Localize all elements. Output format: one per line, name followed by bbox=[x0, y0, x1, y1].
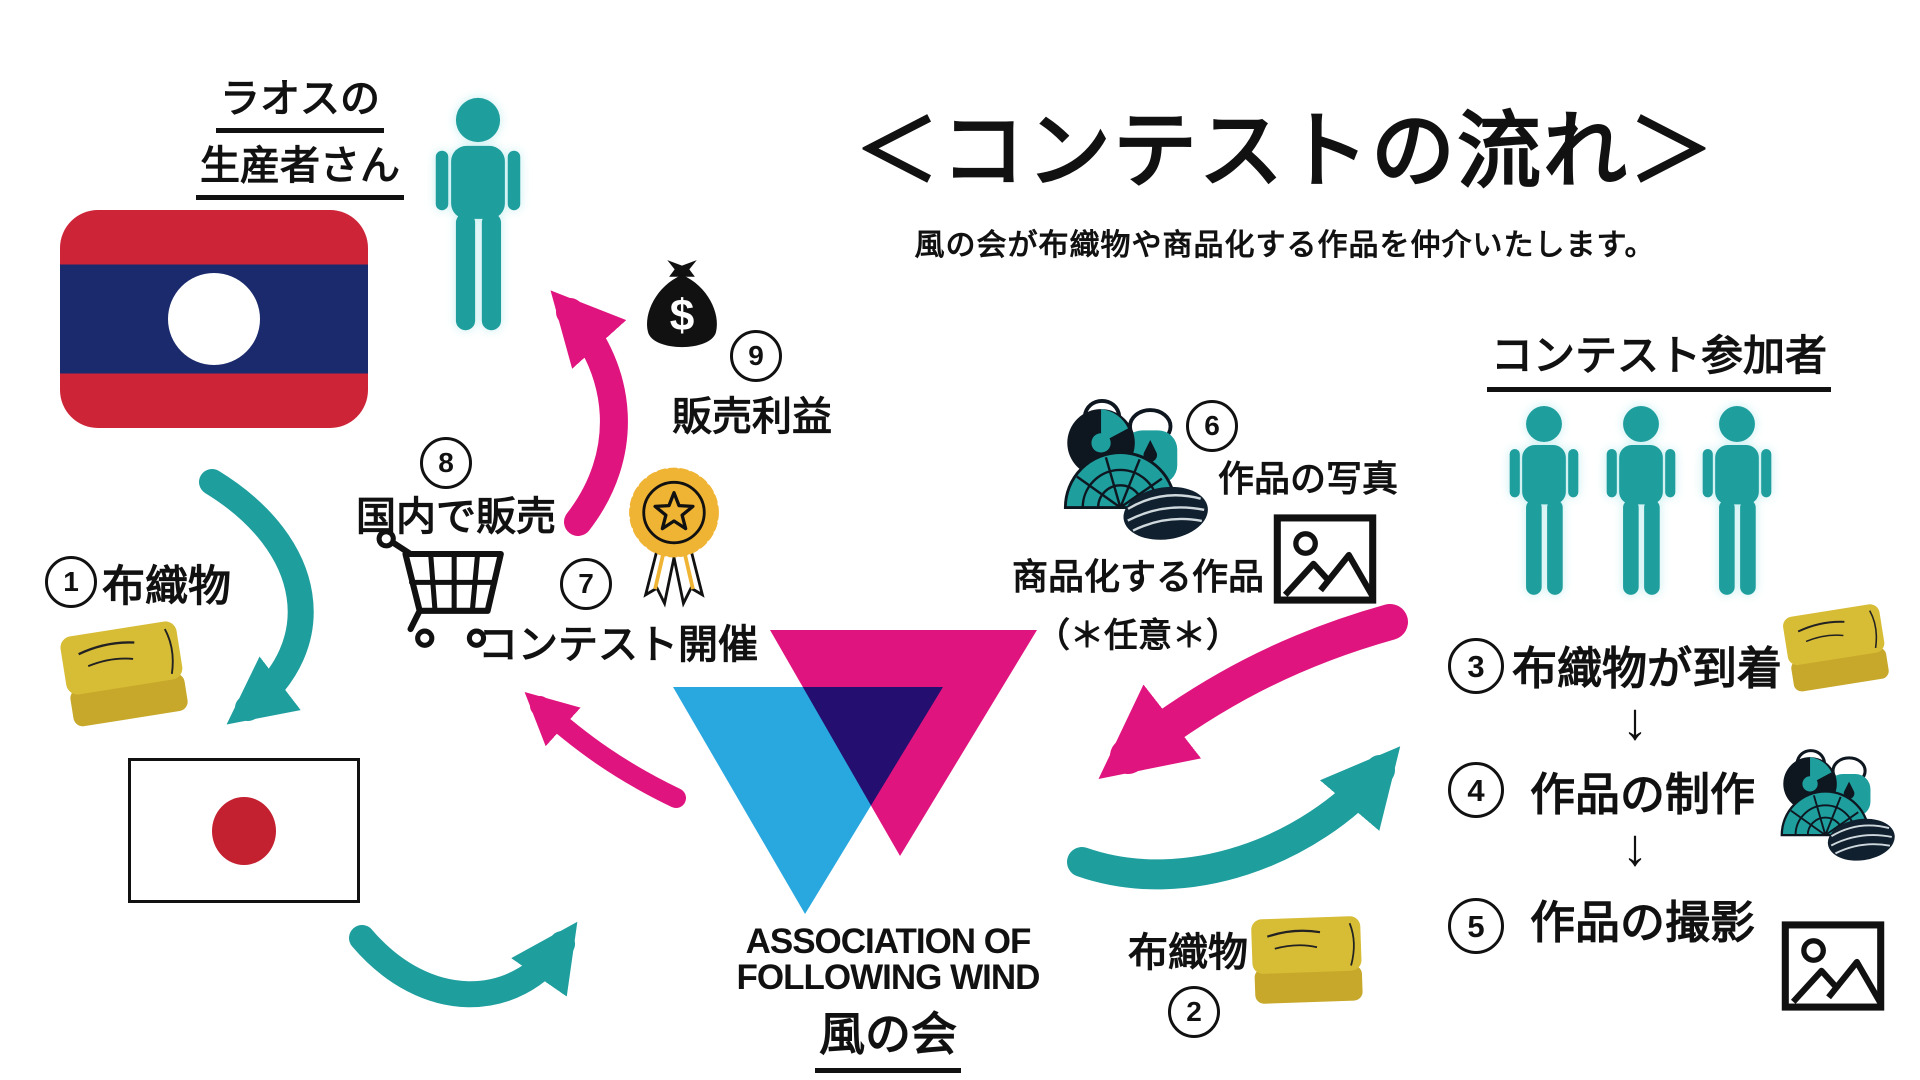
step5-label: 作品の撮影 bbox=[1530, 897, 1756, 948]
product-label: 商品化する作品 （＊任意＊） bbox=[1000, 548, 1276, 657]
arrow-org-to-participants-icon bbox=[1067, 746, 1401, 890]
participants-heading-wrap: コンテスト参加者 bbox=[1487, 322, 1832, 392]
step7-label: コンテスト開催 bbox=[478, 623, 758, 667]
participants-heading: コンテスト参加者 bbox=[1487, 322, 1832, 392]
step3-number: 3 bbox=[1448, 638, 1504, 694]
photo-icon bbox=[1780, 918, 1886, 1014]
producer-person-icon bbox=[430, 90, 526, 342]
step6-label: 作品の写真 bbox=[1218, 458, 1399, 499]
laos-flag-icon bbox=[60, 210, 368, 428]
arrow-participants-to-org-icon bbox=[1098, 604, 1408, 780]
japan-flag-icon bbox=[128, 758, 360, 903]
org-name-en-line2: FOLLOWING WIND bbox=[736, 957, 1041, 997]
step7-number: 7 bbox=[560, 558, 612, 610]
org-logo bbox=[650, 620, 1070, 920]
product-label-line1: 商品化する作品 bbox=[1011, 556, 1264, 597]
org-name-jp: 風の会 bbox=[815, 998, 961, 1073]
arrow-sales-to-profit-icon bbox=[550, 290, 628, 536]
org-name-en: ASSOCIATION OF FOLLOWING WIND bbox=[708, 924, 1068, 995]
flow-down-arrow: ↓ bbox=[1622, 819, 1648, 877]
page-title: ＜コンテストの流れ＞ bbox=[854, 104, 1715, 198]
medal-icon bbox=[622, 458, 726, 620]
step3-label: 布織物が到着 bbox=[1512, 643, 1783, 694]
step1-number: 1 bbox=[45, 556, 97, 608]
laos-flag-disc bbox=[168, 273, 260, 365]
japan-flag-disc bbox=[212, 796, 276, 865]
step2-number: 2 bbox=[1168, 986, 1220, 1038]
step1-label: 布織物 bbox=[102, 563, 231, 611]
cloth-icon bbox=[1233, 888, 1380, 1031]
step4-label: 作品の制作 bbox=[1530, 769, 1756, 820]
step6-number: 6 bbox=[1186, 400, 1238, 452]
step5-number: 5 bbox=[1448, 898, 1504, 954]
laos-heading-line2: 生産者さん bbox=[196, 133, 404, 200]
arrow-japan-to-org-icon bbox=[349, 921, 578, 1008]
laos-producer-heading: ラオスの 生産者さん bbox=[140, 66, 460, 200]
handbags-icon bbox=[1768, 740, 1898, 866]
step4-number: 4 bbox=[1448, 762, 1504, 818]
step8-number: 8 bbox=[420, 437, 472, 489]
money-bag-icon: $ bbox=[636, 256, 728, 360]
cloth-icon bbox=[52, 606, 194, 742]
participant-person-icon bbox=[1698, 402, 1776, 602]
arrow-laos-to-japan-icon bbox=[199, 469, 314, 725]
arrow-org-to-contest-icon bbox=[524, 692, 686, 808]
org-name-en-line1: ASSOCIATION OF bbox=[745, 922, 1032, 961]
laos-heading-line1: ラオスの bbox=[216, 66, 384, 133]
org-name-jp-wrap: 風の会 bbox=[708, 998, 1068, 1073]
step2-label: 布織物 bbox=[1128, 931, 1248, 975]
page-subtitle: 風の会が布織物や商品化する作品を仲介いたします。 bbox=[914, 229, 1656, 262]
participant-person-icon bbox=[1602, 402, 1680, 602]
step9-label: 販売利益 bbox=[672, 395, 832, 439]
participant-person-icon bbox=[1505, 402, 1583, 602]
dollar-sign: $ bbox=[670, 291, 695, 340]
cloth-icon bbox=[1776, 592, 1894, 704]
step9-number: 9 bbox=[730, 330, 782, 382]
photo-icon bbox=[1272, 512, 1378, 606]
handbags-icon bbox=[1048, 386, 1212, 548]
product-label-line2: （＊任意＊） bbox=[1036, 617, 1240, 655]
flow-down-arrow: ↓ bbox=[1622, 693, 1648, 751]
